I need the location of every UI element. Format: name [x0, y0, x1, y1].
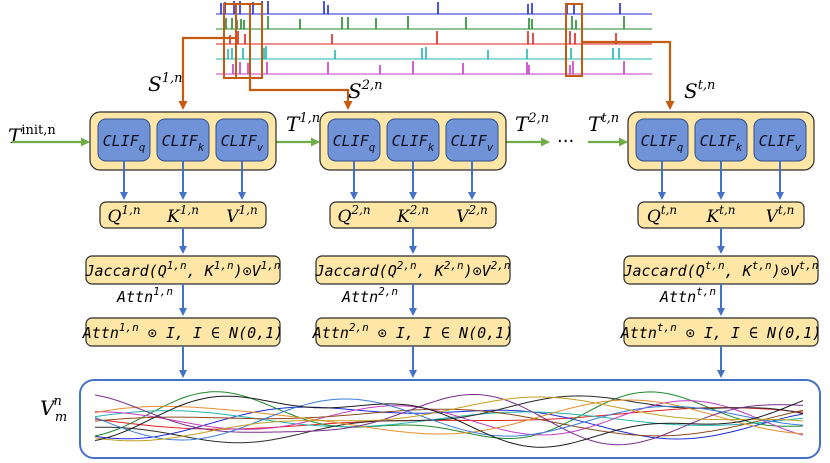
- selection-box-t: [565, 3, 583, 77]
- clif-label: CLIFk: [700, 132, 743, 154]
- noise-formula: Attnt,n ⊙ I, I ∈ N(0,1): [620, 321, 822, 342]
- qkv-label-k: K2,n: [396, 203, 429, 227]
- attn-label: Attnt,n: [659, 285, 716, 306]
- noise-formula: Attn1,n ⊙ I, I ∈ N(0,1): [82, 321, 284, 342]
- t-label-t: Tt,n: [588, 111, 619, 136]
- membrane-waves: [94, 391, 804, 448]
- clif-label: CLIFv: [759, 132, 802, 154]
- spike-arrow-1: [178, 36, 236, 110]
- jaccard-formula: Jaccard(Qt,n, Kt,n)⊙Vt,n: [622, 259, 818, 280]
- spike-input-arrows: [178, 36, 675, 110]
- clif-label: CLIFk: [392, 132, 435, 154]
- t-init-label: Tinit,n: [8, 123, 56, 148]
- clif-label: CLIFk: [162, 132, 205, 154]
- qkv-label-v: Vt,n: [766, 203, 795, 227]
- clif-label: CLIFv: [221, 132, 264, 154]
- membrane-wave: [95, 400, 804, 436]
- qkv-label-v: V1,n: [226, 203, 257, 227]
- qkv-label-q: Q1,n: [107, 203, 140, 227]
- qkv-label-q: Qt,n: [647, 203, 677, 227]
- spike-label-2: S2,n: [348, 78, 382, 103]
- attn-label: Attn1,n: [116, 285, 173, 306]
- noise-formula: Attn2,n ⊙ I, I ∈ N(0,1): [312, 321, 514, 342]
- spike-label-t: St,n: [684, 78, 715, 103]
- qkv-label-k: K1,n: [166, 203, 199, 227]
- spike-arrow-t: [582, 40, 675, 110]
- t-label-1: T1,n: [286, 111, 320, 136]
- clif-label: CLIFq: [333, 132, 376, 154]
- membrane-wave: [94, 391, 804, 439]
- clif-label: CLIFq: [103, 132, 146, 154]
- membrane-wave: [94, 398, 804, 441]
- attn-label: Attn2,n: [341, 285, 398, 306]
- membrane-wave: [94, 395, 804, 448]
- jaccard-formula: Jaccard(Q1,n, K1,n)⊙V1,n: [84, 259, 280, 280]
- qkv-label-v: V2,n: [456, 203, 487, 227]
- t-label-2: T2,n: [515, 111, 549, 136]
- jaccard-formula: Jaccard(Q2,n, K2,n)⊙V2,n: [314, 259, 510, 280]
- membrane-wave: [94, 407, 804, 430]
- clif-label: CLIFq: [641, 132, 684, 154]
- qkv-label-q: Q2,n: [337, 203, 370, 227]
- spike-label-1: S1,n: [148, 71, 182, 96]
- spike-arrow-2: [248, 78, 353, 110]
- qkv-label-k: Kt,n: [705, 203, 735, 227]
- ellipsis: ···: [557, 131, 574, 152]
- membrane-wave: [94, 410, 804, 428]
- clif-label: CLIFv: [451, 132, 494, 154]
- membrane-wave: [94, 408, 804, 437]
- membrane-wave: [94, 406, 804, 440]
- membrane-wave: [94, 396, 804, 442]
- spike-raster: [216, 1, 652, 75]
